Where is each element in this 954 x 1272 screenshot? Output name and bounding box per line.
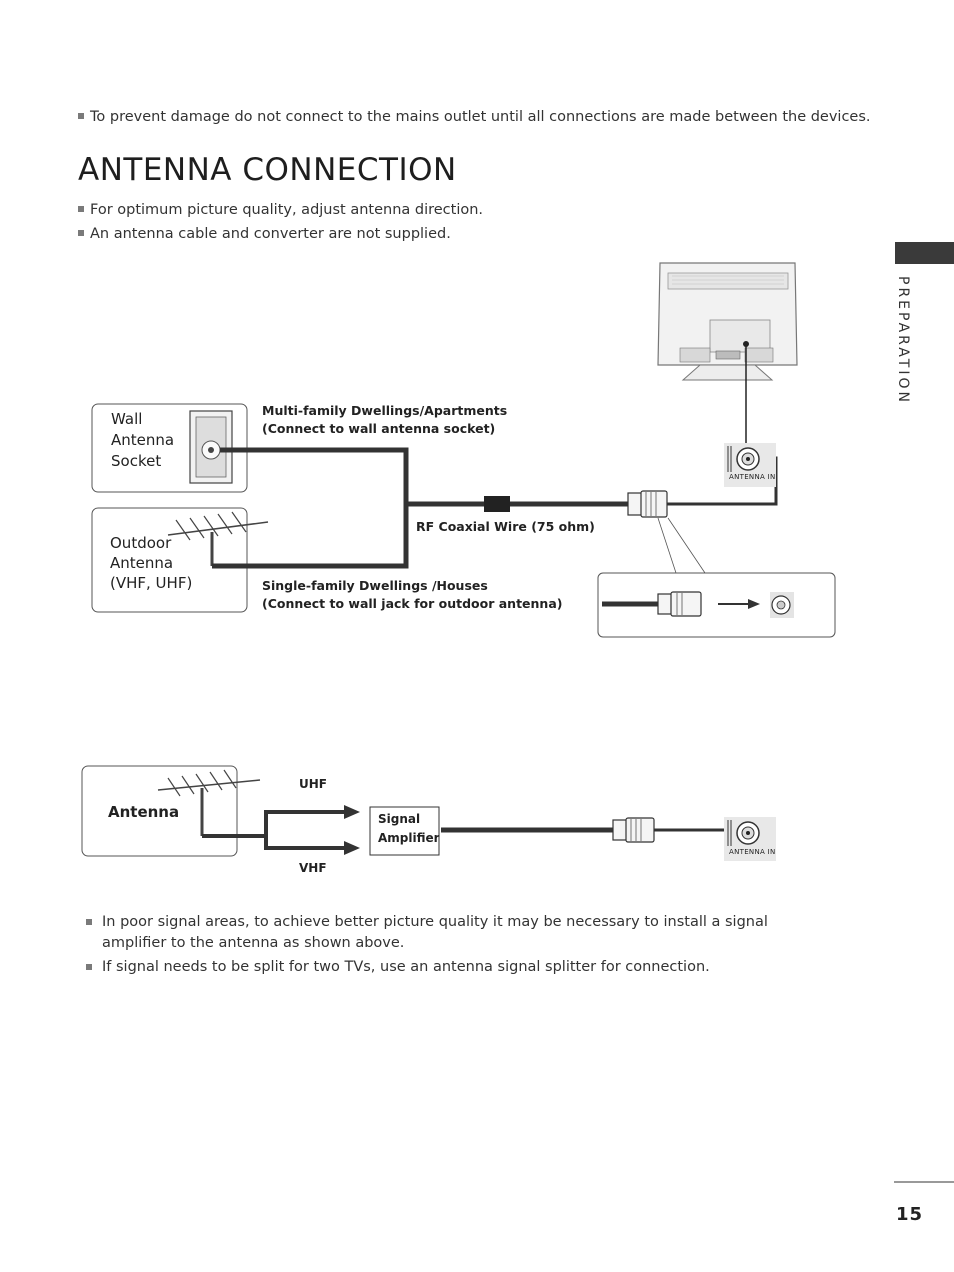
jack-label: ANTENNA IN — [729, 473, 776, 481]
note-text: In poor signal areas, to achieve better … — [102, 914, 768, 951]
antenna-icon — [157, 769, 266, 838]
bullet-icon — [86, 919, 92, 925]
jack-label: ANTENNA IN — [729, 848, 776, 856]
vhf-label: VHF — [299, 861, 327, 875]
label-line: Multi-family Dwellings/Apartments — [262, 403, 508, 418]
label-line: Signal — [378, 812, 421, 826]
page-number: 15 — [896, 1204, 924, 1225]
outdoor-antenna-icon — [167, 511, 269, 566]
coax-cable — [212, 447, 778, 569]
label-line: (Connect to wall antenna socket) — [262, 421, 496, 436]
side-tab-label: PREPARATION — [895, 276, 911, 405]
tv-back-icon — [657, 262, 798, 381]
outdoor-antenna-label: Outdoor Antenna (VHF, UHF) — [110, 533, 192, 593]
uhf-vhf-lines — [264, 805, 360, 855]
note-item: An antenna cable and converter are not s… — [78, 226, 451, 242]
signal-amplifier-label: Signal Amplifier — [378, 810, 440, 848]
uhf-label: UHF — [299, 777, 327, 791]
wall-socket-label: Wall Antenna Socket — [111, 409, 174, 472]
antenna-in-jack-icon — [724, 817, 776, 861]
label-line: Socket — [111, 452, 162, 470]
wall-socket-icon — [189, 410, 233, 484]
label-line: Single-family Dwellings /Houses — [262, 578, 488, 593]
top-note-text: To prevent damage do not connect to the … — [90, 109, 871, 125]
signal-amplifier-box — [369, 806, 440, 856]
label-line: (Connect to wall jack for outdoor antenn… — [262, 596, 563, 611]
single-family-label: Single-family Dwellings /Houses (Connect… — [262, 577, 562, 613]
label-line: Outdoor — [110, 534, 172, 552]
note-text: If signal needs to be split for two TVs,… — [102, 959, 710, 975]
label-line: Antenna — [111, 431, 175, 449]
top-note: To prevent damage do not connect to the … — [78, 109, 871, 125]
side-tab-bar — [895, 242, 954, 264]
note-text: For optimum picture quality, adjust ante… — [90, 202, 484, 218]
coax-label: RF Coaxial Wire (75 ohm) — [416, 519, 595, 534]
bullet-icon — [78, 206, 84, 212]
label-line: Wall — [111, 410, 143, 428]
connector-detail-icon — [602, 591, 794, 618]
antenna-label: Antenna — [108, 803, 180, 821]
note-text: An antenna cable and converter are not s… — [90, 226, 451, 242]
note-item: For optimum picture quality, adjust ante… — [78, 202, 483, 218]
label-line: Antenna — [110, 554, 174, 572]
antenna-in-jack-icon — [724, 443, 776, 487]
bullet-icon — [86, 964, 92, 970]
multi-family-label: Multi-family Dwellings/Apartments (Conne… — [262, 402, 507, 438]
bottom-note: If signal needs to be split for two TVs,… — [86, 957, 826, 978]
amplifier-cable — [441, 817, 744, 843]
bullet-icon — [78, 113, 84, 119]
label-line: Amplifier — [378, 831, 440, 845]
page-title: ANTENNA CONNECTION — [78, 152, 457, 188]
bullet-icon — [78, 230, 84, 236]
bottom-note: In poor signal areas, to achieve better … — [86, 912, 826, 954]
label-line: (VHF, UHF) — [110, 574, 193, 592]
